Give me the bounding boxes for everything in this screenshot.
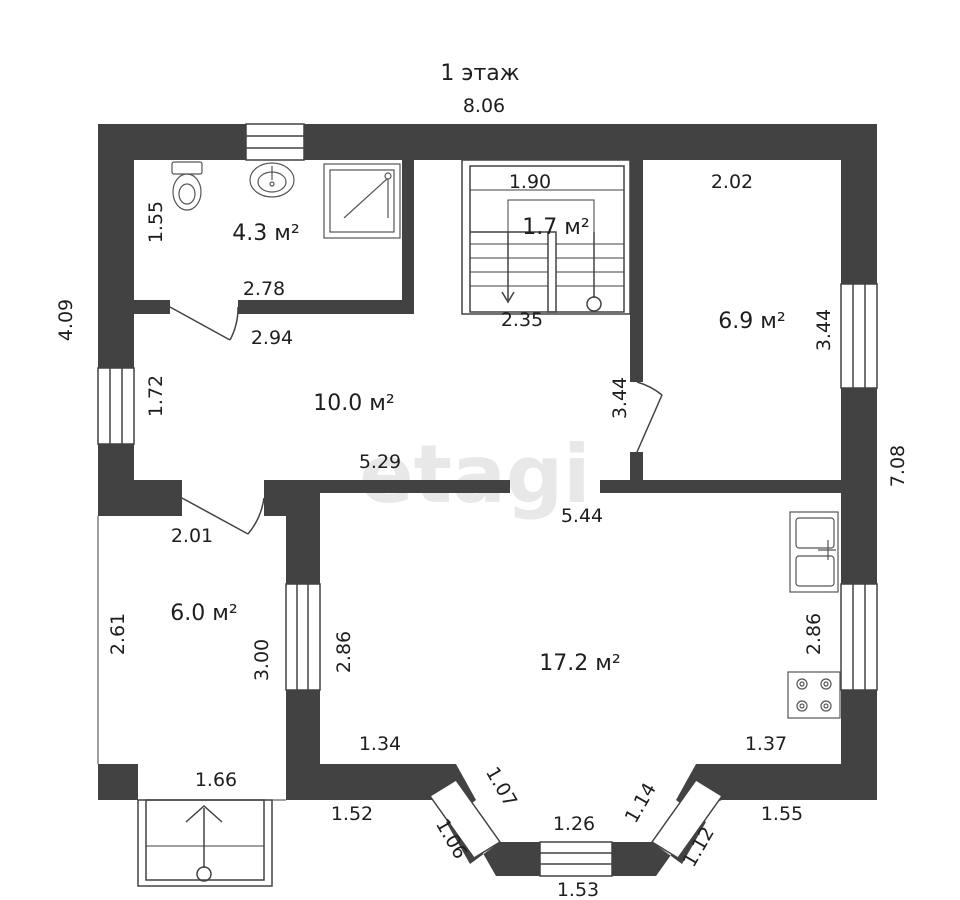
hall-area: 10.0 м²	[313, 391, 394, 416]
bay-dim-h: 1.55	[761, 803, 803, 825]
living-bottom-right: 1.37	[745, 733, 787, 755]
interior-walls	[134, 160, 841, 493]
hall-right: 3.44	[609, 377, 631, 419]
porch-stairs	[137, 799, 273, 887]
bay-dim-f: 1.14	[621, 779, 661, 827]
window-bay-right	[650, 778, 724, 860]
bay-dim-c: 1.07	[481, 763, 521, 811]
hall-bottom: 5.29	[359, 451, 401, 473]
window-top	[245, 123, 305, 161]
windows	[97, 123, 878, 877]
bay-dim-e: 1.53	[557, 879, 599, 900]
stove-icon	[787, 671, 841, 719]
porch-bottom: 1.66	[195, 769, 237, 791]
porch-right: 3.00	[251, 639, 273, 681]
window-bay-left	[428, 778, 502, 860]
exterior-walls	[98, 124, 877, 876]
stair-area: 1.7 м²	[522, 215, 589, 240]
living-bottom-left: 1.34	[359, 733, 401, 755]
staircase	[461, 159, 631, 315]
window-bay-bottom	[539, 841, 613, 877]
porch-top: 2.01	[171, 525, 213, 547]
porch-area: 6.0 м²	[170, 601, 237, 626]
toilet-icon	[171, 161, 203, 211]
kitchen-sink-icon	[789, 511, 839, 593]
bay-dim-d: 1.26	[553, 813, 595, 835]
bedroom-width: 2.02	[711, 171, 753, 193]
bathroom-area: 4.3 м²	[232, 221, 299, 246]
porch-left: 2.61	[107, 613, 129, 655]
stair-top: 1.90	[509, 171, 551, 193]
living-top: 5.44	[561, 505, 603, 527]
window-right-bedroom	[840, 283, 878, 389]
bay-dim-a: 1.52	[331, 803, 373, 825]
watermark: etagi	[359, 428, 590, 521]
window-porch-living	[285, 583, 321, 691]
bedroom-height: 3.44	[813, 309, 835, 351]
doors	[169, 306, 663, 535]
shower-icon	[323, 163, 401, 239]
living-right: 2.86	[803, 613, 825, 655]
window-left-hall	[97, 367, 135, 445]
bathroom-height: 1.55	[145, 201, 167, 243]
stair-bottom: 2.35	[501, 309, 543, 331]
window-right-living	[840, 583, 878, 691]
floor-title: 1 этаж	[440, 61, 519, 86]
hall-left: 1.72	[145, 375, 167, 417]
living-left: 2.86	[333, 631, 355, 673]
bedroom-area: 6.9 м²	[718, 309, 785, 334]
overall-right-height: 7.08	[887, 445, 909, 487]
sink-icon	[249, 162, 295, 198]
overall-width: 8.06	[463, 95, 505, 117]
bathroom-width: 2.78	[243, 278, 285, 300]
overall-left-height: 4.09	[55, 299, 77, 341]
living-area: 17.2 м²	[539, 651, 620, 676]
hall-top: 2.94	[251, 327, 293, 349]
